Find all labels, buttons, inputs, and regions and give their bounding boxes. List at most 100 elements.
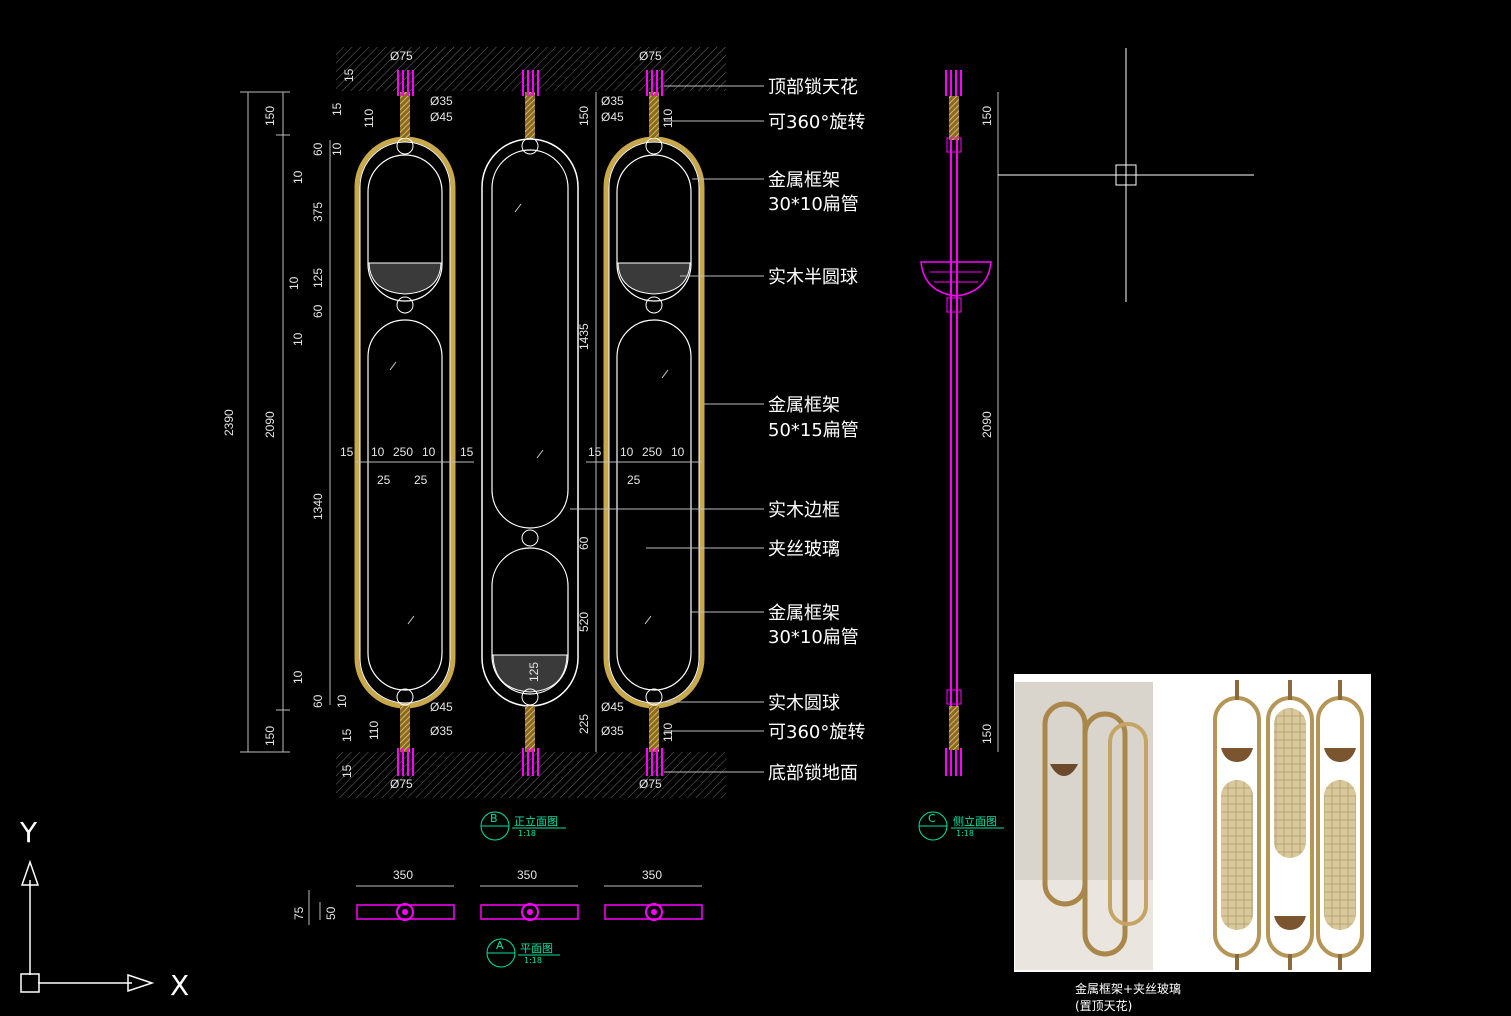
dia-45-d: Ø45 [601,700,624,714]
note-wood-edge: 实木边框 [768,500,840,521]
w-15: 15 [340,445,354,459]
ucs-icon: Y X [19,816,189,1002]
dim-10: 10 [330,142,344,156]
side-elevation [920,96,992,750]
front-title: 正立面图 [514,814,558,828]
leader-lines [570,85,764,773]
plan-w-3: 350 [642,868,662,882]
m-150: 150 [577,106,591,126]
note-half-ball: 实木半圆球 [768,267,858,288]
plan-scale: 1:18 [524,956,542,965]
photo-caption: 金属框架+夹丝玻璃 [1075,981,1181,996]
note-rotate-top: 可360°旋转 [768,112,865,133]
w-250: 250 [393,445,413,459]
screen-panel-middle [481,92,579,752]
photo-caption-sub: (置顶天花) [1075,998,1132,1013]
dim-10b: 10 [291,170,305,184]
dia-35-b: Ø35 [601,94,624,108]
m-60: 60 [577,536,591,550]
plan-w-2: 350 [517,868,537,882]
m-520: 520 [577,612,591,632]
side-title: 侧立面图 [953,814,997,828]
note-frame-30x10-b-spec: 30*10扁管 [768,627,859,648]
dim-375: 375 [311,202,325,222]
pivot-pins [397,70,962,776]
m-110: 110 [661,109,675,128]
side-elevation-title: C 侧立面图 1:18 [918,811,1004,841]
left-dimension-texts: 2390 2090 150 150 15 15 110 60 10 10 375… [222,68,381,778]
dia-top-right: Ø75 [639,49,662,63]
w-25a: 25 [377,473,391,487]
dia-bottom-left: Ø75 [390,777,413,791]
dim-60: 60 [311,142,325,156]
plan-view-dims: 350 350 350 75 50 [292,868,662,920]
note-wired-glass: 夹丝玻璃 [768,539,840,560]
dim-10d: 10 [291,332,305,346]
front-title-letter: B [490,812,498,825]
dim-110: 110 [362,109,376,128]
dim-inner: 2090 [263,411,277,438]
diameter-texts: Ø75 Ø75 Ø75 Ø75 Ø35 Ø45 Ø35 Ø45 Ø45 Ø35 … [390,49,662,791]
side-dim-bottom: 150 [980,724,994,744]
dia-35-a: Ø35 [430,94,453,108]
dia-bottom-right: Ø75 [639,777,662,791]
m-110b: 110 [661,723,675,742]
front-elevation-title: B 正立面图 1:18 [480,811,566,841]
dia-45-a: Ø45 [430,110,453,124]
middle-dimension-texts: 150 110 1435 60 520 125 225 110 [527,106,675,742]
plan-d-50: 50 [324,906,338,920]
dim-60c: 60 [311,694,325,708]
plan-view-title: A 平面图 1:18 [486,938,560,968]
dim-1340: 1340 [311,493,325,520]
dim-15d: 15 [340,764,354,778]
m-1435: 1435 [577,323,591,350]
width-dimension-texts: 15 10 250 10 15 25 25 15 10 250 10 25 [340,445,685,487]
w-25b: 25 [414,473,428,487]
note-wood-ball: 实木圆球 [768,693,840,714]
dim-10c: 10 [287,276,301,290]
dia-45-b: Ø45 [601,110,624,124]
note-frame-30x10-b: 金属框架 [768,603,840,624]
w-10d: 10 [671,445,685,459]
dim-15c: 15 [340,728,354,742]
dim-10f: 10 [335,694,349,708]
front-scale: 1:18 [518,829,536,838]
side-title-letter: C [928,812,936,825]
dimension-lines [240,91,999,925]
note-top-lock: 顶部锁天花 [768,77,858,98]
dim-top: 150 [263,106,277,126]
plan-title: 平面图 [520,942,553,955]
dim-125: 125 [311,268,325,288]
plan-view [356,903,703,921]
plan-d-75: 75 [292,906,306,920]
side-dim-top: 150 [980,106,994,126]
crosshair-cursor [998,48,1254,302]
note-frame-30x10-a-spec: 30*10扁管 [768,194,859,215]
note-rotate-bottom: 可360°旋转 [768,722,865,743]
dim-bottom: 150 [263,726,277,746]
ucs-y-label: Y [19,816,38,849]
plan-title-letter: A [496,939,504,952]
side-elevation-dims: 150 2090 150 [980,106,994,744]
dia-45-c: Ø45 [430,700,453,714]
annotation-labels: 顶部锁天花 可360°旋转 金属框架 30*10扁管 实木半圆球 金属框架 50… [768,77,865,784]
dia-35-c: Ø35 [430,724,453,738]
w-10b: 10 [422,445,436,459]
dim-60b: 60 [311,304,325,318]
note-floor-lock: 底部锁地面 [768,763,858,784]
side-dim-mid: 2090 [980,411,994,438]
side-scale: 1:18 [956,829,974,838]
dia-top-left: Ø75 [390,49,413,63]
m-125: 125 [527,662,541,682]
w-10c: 10 [620,445,634,459]
dia-35-d: Ø35 [601,724,624,738]
note-frame-30x10-a: 金属框架 [768,170,840,191]
w-10: 10 [371,445,385,459]
dim-15b: 15 [330,102,344,116]
note-frame-50x15-spec: 50*15扁管 [768,420,859,441]
w-15c: 15 [588,445,602,459]
reference-photo [1014,674,1371,972]
screen-panel-right [603,92,705,752]
w-25c: 25 [627,473,641,487]
